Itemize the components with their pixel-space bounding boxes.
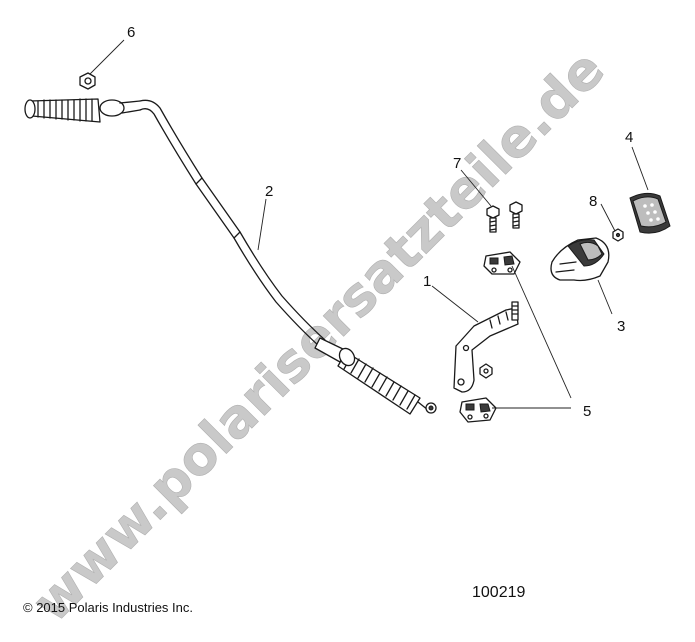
callout-2: 2 bbox=[265, 183, 273, 200]
small-nut bbox=[612, 228, 624, 242]
callout-8: 8 bbox=[589, 193, 597, 210]
cable-lower-boot bbox=[314, 337, 437, 415]
cable-upper-boot bbox=[24, 98, 141, 123]
shifter-lever bbox=[453, 301, 519, 393]
bolt-left bbox=[486, 205, 500, 233]
callout-1: 1 bbox=[423, 273, 431, 290]
watermark-text: www.polarisersatzteile.de bbox=[21, 39, 616, 634]
cable-sheath bbox=[139, 99, 326, 347]
nut bbox=[79, 72, 96, 90]
callout-4: 4 bbox=[625, 129, 633, 146]
figure-number: 100219 bbox=[472, 584, 525, 601]
callout-3: 3 bbox=[617, 318, 625, 335]
bolt-right bbox=[509, 201, 523, 229]
callout-labels: 6 2 7 1 8 4 3 5 bbox=[127, 24, 633, 420]
footer: © 2015 Polaris Industries Inc. 100219 bbox=[23, 584, 525, 615]
shift-cable bbox=[24, 98, 437, 415]
watermark: www.polarisersatzteile.de bbox=[21, 39, 617, 635]
lever-nut bbox=[479, 363, 493, 379]
bracket-lower bbox=[459, 397, 497, 423]
shift-knob bbox=[550, 237, 610, 282]
bolts bbox=[486, 201, 523, 233]
leader-lines bbox=[89, 39, 649, 409]
callout-6: 6 bbox=[127, 24, 135, 41]
bracket-upper bbox=[483, 251, 521, 275]
callout-7: 7 bbox=[453, 155, 461, 172]
knob-cap bbox=[629, 192, 671, 234]
callout-5: 5 bbox=[583, 403, 591, 420]
copyright-text: © 2015 Polaris Industries Inc. bbox=[23, 600, 193, 615]
